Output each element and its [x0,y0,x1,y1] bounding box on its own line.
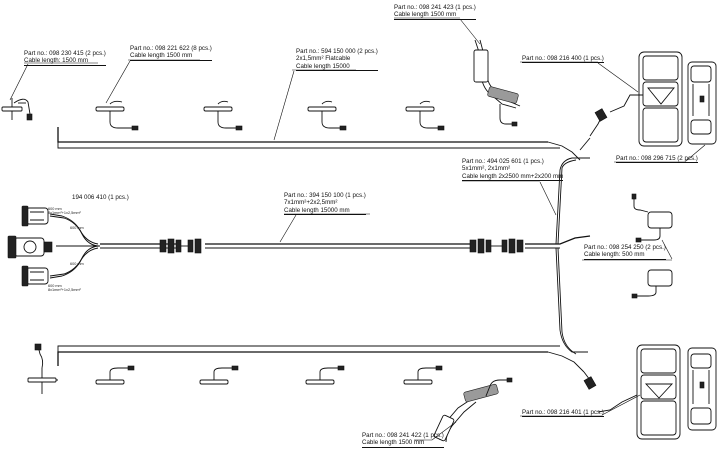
part-no-194-006-410: 194 006 410 (1 pcs.) [72,194,129,201]
part-no-098-296-715: Part no.: 098 296 715 (2 pcs.) [616,155,698,164]
side-marker-right-top [631,193,673,243]
cable-length-098-221-622: Cable length 1500 mm [130,52,212,61]
label-098-230-415: Part no.: 098 230 415 (2 pcs.) Cable len… [24,50,106,66]
rear-connector-bottom [583,371,597,390]
spec-394-150-100: 7x1mm²+2x2,5mm² [284,199,338,207]
label-594-150-000: Part no.: 594 150 000 (2 pcs.) 2x1,5mm² … [296,48,378,72]
leader-lines [9,17,706,441]
part-no-594-150-000: Part no.: 594 150 000 (2 pcs.) [296,48,378,55]
part-no-098-216-400: Part no.: 098 216 400 (1 pcs.) [522,55,604,64]
part-no-098-230-415: Part no.: 098 230 415 (2 pcs.) [24,50,106,57]
cable-length-098-241-423: Cable length 1500 mm [394,11,476,20]
marker-lamp-bottom-3 [305,365,345,385]
cable-length-394-150-100: Cable length 15000 mm [284,207,366,216]
part-no-394-150-100: Part no.: 394 150 100 (1 pcs.) [284,192,366,199]
marker-lamp-top-3 [307,100,347,131]
marker-lamp-bottom-4 [403,365,443,385]
label-098-296-715: Part no.: 098 296 715 (2 pcs.) [616,155,698,164]
bottom-harness-cable [57,345,585,373]
cable-length-098-230-415: Cable length: 1500 mm [24,57,106,66]
label-494-025-601: Part no.: 494 025 601 (1 pcs.) 5x1mm², 2… [462,158,564,182]
rear-lamp-bottom-side [687,347,717,431]
marker-lamp-bottom-2 [199,365,239,385]
main-connector-left [159,238,202,254]
label-098-216-401: Part no.: 098 216 401 (1 pcs.) [522,409,604,418]
marker-lamp-top-4 [405,100,445,131]
marker-lamp-top-2 [203,100,243,131]
trailer-socket-middle [7,235,53,259]
note-mid-bottom: 600 mm [70,262,84,266]
label-098-216-400: Part no.: 098 216 400 (1 pcs.) [522,55,604,64]
side-marker-lamp-bottom-left [27,343,58,394]
main-harness-cable [100,157,591,355]
side-marker-lamp-top-left [1,98,33,121]
label-194-006-410: 194 006 410 (1 pcs.) [72,194,129,201]
trailer-socket-top [21,205,49,227]
part-no-098-254-250: Part no.: 098 254 250 (2 pcs.) [584,244,666,251]
label-098-241-423: Part no.: 098 241 423 (1 pcs.) Cable len… [394,4,476,20]
cable-length-098-241-422: Cable length 1500 mm [362,439,444,448]
bracket-lamp-bottom [433,377,513,443]
rear-lamp-top-side [687,61,717,145]
note-socket-top-length: 600 mm [48,207,62,211]
note-mid-top-length: 600 mm [70,226,84,230]
note-mid-bottom-length: 600 mm [70,262,84,266]
spec-494-025-601: 5x1mm², 2x1mm² [462,165,511,173]
cable-length-594-150-000: Cable length 15000 [296,63,378,72]
cable-length-494-025-601: Cable length 2x2500 mm+2x200 mm [462,172,564,182]
plug-bundle-194006410 [49,213,101,279]
rear-lamp-bottom [597,344,681,440]
label-098-221-622: Part no.: 098 221 622 (8 pcs.) Cable len… [130,45,212,61]
label-394-150-100: Part no.: 394 150 100 (1 pcs.) 7x1mm²+2x… [284,192,366,216]
cable-length-098-254-250: Cable length: 500 mm [584,251,666,260]
part-no-494-025-601: Part no.: 494 025 601 (1 pcs.) [462,158,544,165]
part-no-098-221-622: Part no.: 098 221 622 (8 pcs.) [130,45,212,52]
rear-connector-top [579,108,608,151]
part-no-098-241-422: Part no.: 098 241 422 (1 pcs.) [362,432,444,439]
note-socket-bottom-length: 600 mm [48,284,62,288]
note-mid-top: 600 mm [70,226,84,230]
bracket-lamp-top [473,39,521,127]
note-socket-top-spec: 8x1mm²+1x2,5mm² [48,211,81,216]
note-socket-top: 600 mm 8x1mm²+1x2,5mm² [48,207,81,216]
part-no-098-241-423: Part no.: 098 241 423 (1 pcs.) [394,4,476,11]
marker-lamp-top-1 [95,100,139,131]
label-098-241-422: Part no.: 098 241 422 (1 pcs.) Cable len… [362,432,444,448]
side-marker-right-bottom [631,269,673,299]
trailer-socket-bottom [21,265,49,287]
marker-lamp-bottom-1 [95,365,135,385]
note-socket-bottom-spec: 8x1mm²+1x2,5mm² [48,288,81,293]
part-no-098-216-401: Part no.: 098 216 401 (1 pcs.) [522,409,604,418]
spec-594-150-000: 2x1,5mm² Flatcable [296,55,351,63]
label-098-254-250: Part no.: 098 254 250 (2 pcs.) Cable len… [584,244,666,260]
rear-lamp-top [609,51,683,147]
note-socket-bottom: 600 mm 8x1mm²+1x2,5mm² [48,284,81,293]
main-connector-right [469,238,524,254]
top-harness-cable [57,127,581,161]
